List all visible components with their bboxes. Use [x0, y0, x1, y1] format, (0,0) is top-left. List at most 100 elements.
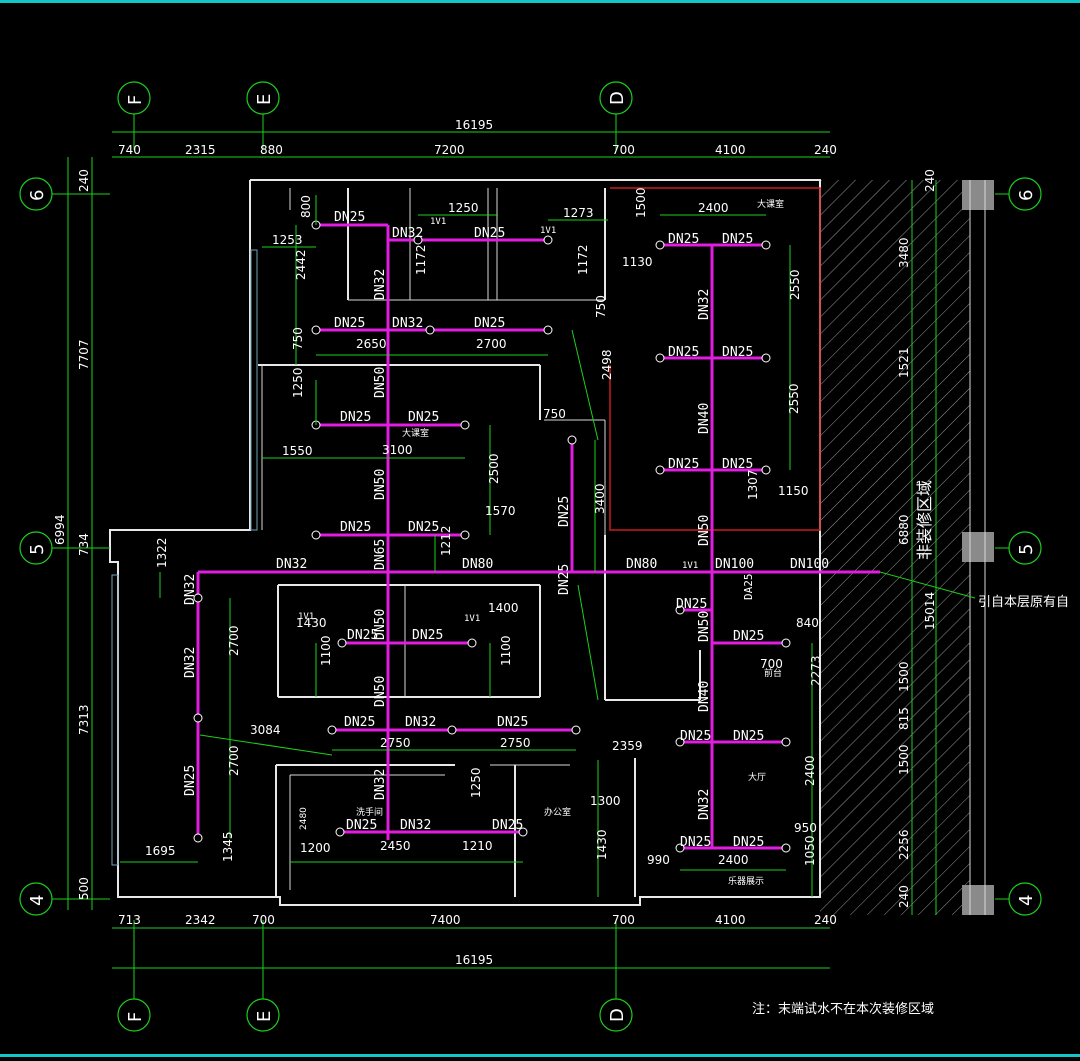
- pipe-label: DN32: [392, 226, 423, 241]
- pipe-label: DN32: [183, 647, 198, 678]
- dim-1500: 1500: [634, 187, 648, 218]
- left-dim-3: 734: [77, 533, 91, 556]
- dim-2273: 2273: [809, 655, 823, 686]
- pipe-label: DN25: [334, 210, 365, 225]
- classroom-boundary: [609, 187, 821, 531]
- dim-1150: 1150: [778, 484, 809, 498]
- pipe-label: DN50: [373, 367, 388, 398]
- interior-walls: [258, 188, 701, 897]
- pipe-label: DN25: [340, 520, 371, 535]
- pipe-label: DN80: [626, 557, 657, 572]
- pipe-label: DN25: [474, 226, 505, 241]
- grid-label-D-top: D: [607, 91, 628, 105]
- non-renovation-label: 非装修区域: [915, 480, 934, 560]
- riser-label: 1V1: [682, 561, 698, 571]
- dim-840: 840: [796, 616, 819, 630]
- room-labels: 大课室 大课室 洗手间 办公室 大厅 乐器展示 前台 非装修区域: [356, 198, 934, 887]
- column-mid: [962, 532, 994, 562]
- pipe-label: DN25: [557, 564, 572, 595]
- pipe-label: DN50: [697, 515, 712, 546]
- grid-label-6-left: 6: [27, 190, 48, 201]
- left-dim-5: 500: [77, 877, 91, 900]
- room-hall: 大厅: [748, 771, 766, 783]
- dim-2700-b: 2700: [227, 745, 241, 776]
- dim-3100: 3100: [382, 443, 413, 457]
- right-dim-3: 6880: [897, 514, 911, 545]
- grid-label-5-right: 5: [1016, 544, 1037, 555]
- top-dimension-chain: 16195 740 2315 880 7200 700 4100 240: [112, 118, 837, 158]
- grid-label-D-bottom: D: [607, 1008, 628, 1022]
- top-dim-1: 2315: [185, 143, 216, 157]
- riser-label: 1V1: [464, 614, 480, 624]
- dim-1100-a: 1100: [319, 635, 333, 666]
- room-office: 办公室: [544, 806, 571, 818]
- dim-2359: 2359: [612, 739, 643, 753]
- pipe-label: DN25: [733, 729, 764, 744]
- right-dim-0: 240: [923, 169, 937, 192]
- right-dim-5: 1500: [897, 661, 911, 692]
- column-top: [962, 180, 994, 210]
- pipe-label: DN25: [668, 457, 699, 472]
- dim-2480: 2480: [299, 807, 309, 830]
- bottom-dim-5: 4100: [715, 913, 746, 927]
- pipe-label: DN25: [733, 835, 764, 850]
- dim-1210: 1210: [462, 839, 493, 853]
- dim-1050: 1050: [803, 835, 817, 866]
- dim-1253: 1253: [272, 233, 303, 247]
- dim-1130: 1130: [622, 255, 653, 269]
- dim-1430-b: 1430: [595, 829, 609, 860]
- bottom-dim-3: 7400: [430, 913, 461, 927]
- pipe-label: DN32: [276, 557, 307, 572]
- pipe-label: DN25: [347, 628, 378, 643]
- dim-800: 800: [299, 195, 313, 218]
- top-dim-2: 880: [260, 143, 283, 157]
- dim-1250: 1250: [448, 201, 479, 215]
- pipe-label: DN32: [392, 316, 423, 331]
- grid-label-F-top: F: [125, 95, 146, 105]
- top-total-dim: 16195: [455, 118, 493, 132]
- bottom-dim-2: 700: [252, 913, 275, 927]
- top-border: [0, 0, 1080, 3]
- pipe-label: DN32: [697, 789, 712, 820]
- non-renovation-area: [820, 180, 970, 915]
- top-dim-5: 4100: [715, 143, 746, 157]
- room-big-classroom-2: 大课室: [402, 427, 429, 439]
- right-dim-4: 15014: [923, 592, 937, 630]
- drawing-note: 注：末端试水不在本次装修区域: [752, 1002, 935, 1017]
- pipe-label: DN25: [408, 410, 439, 425]
- dim-750-c: 750: [543, 407, 566, 421]
- dim-2400-b: 2400: [803, 755, 817, 786]
- pipe-label: DN32: [697, 289, 712, 320]
- dim-950: 950: [794, 821, 817, 835]
- dim-1550: 1550: [282, 444, 313, 458]
- dim-1400: 1400: [488, 601, 519, 615]
- pipe-label: DN25: [183, 765, 198, 796]
- dim-2700-a: 2700: [227, 625, 241, 656]
- dim-1695: 1695: [145, 844, 176, 858]
- source-callout: 引自本层原有自: [978, 595, 1069, 610]
- pipe-label: DN25: [346, 818, 377, 833]
- bottom-border: [0, 1054, 1080, 1057]
- bottom-dim-4: 700: [612, 913, 635, 927]
- pipe-label: DN50: [373, 609, 388, 640]
- pipe-label: DN25: [412, 628, 443, 643]
- pipe-size-labels: DN25 DN32 DN25 1V1 1V1 DN25 DN32 DN25 DN…: [183, 210, 829, 850]
- pipe-label: DN25: [557, 496, 572, 527]
- dim-1570: 1570: [485, 504, 516, 518]
- outer-wall: [109, 179, 821, 906]
- pipe-label: DN25: [722, 345, 753, 360]
- bottom-dim-1: 2342: [185, 913, 216, 927]
- dim-2550-a: 2550: [788, 269, 802, 300]
- pipe-label: DN25: [722, 457, 753, 472]
- grid-label-F-bottom: F: [125, 1012, 146, 1022]
- pipe-label: DN25: [474, 316, 505, 331]
- pipe-label: DN40: [697, 681, 712, 712]
- right-dim-8: 2256: [897, 829, 911, 860]
- dim-1250-b: 1250: [291, 367, 305, 398]
- pipe-label: DN25: [497, 715, 528, 730]
- pipe-label: DN50: [697, 611, 712, 642]
- room-big-classroom-1: 大课室: [757, 198, 784, 210]
- dim-3400: 3400: [593, 483, 607, 514]
- pipe-label: DN32: [373, 269, 388, 300]
